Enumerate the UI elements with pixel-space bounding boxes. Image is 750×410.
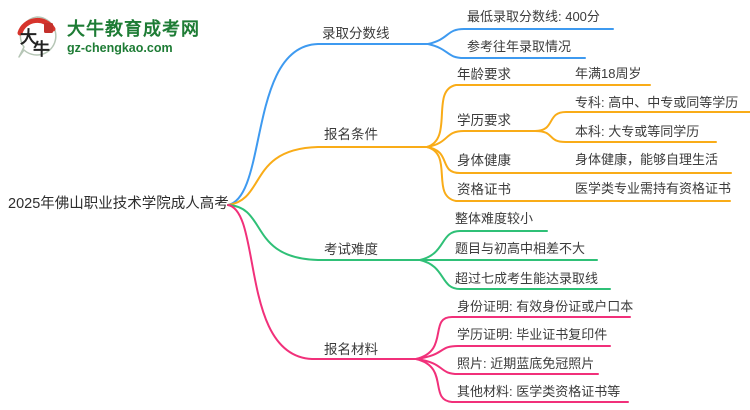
link-admission-min-score [427,28,614,45]
node-age-requirement[interactable]: 年龄要求 [457,67,511,82]
leaf-pass-rate[interactable]: 超过七成考生能达录取线 [455,271,599,286]
link-difficulty-pass-rate [419,259,611,290]
leaf-question-level[interactable]: 题目与初高中相差不大 [455,241,586,256]
link-condition-health [426,146,732,174]
leaf-past-years-ref[interactable]: 参考往年录取情况 [467,39,572,54]
leaf-photo[interactable]: 照片: 近期蓝底免冠照片 [457,356,595,371]
root-node[interactable]: 2025年佛山职业技术学院成人高考 [8,196,229,212]
leaf-min-score[interactable]: 最低录取分数线: 400分 [467,9,600,24]
link-material-identity [415,316,631,360]
branch-exam-difficulty[interactable]: 考试难度 [324,242,378,257]
node-health-requirement[interactable]: 身体健康 [457,153,511,168]
branch-registration-materials[interactable]: 报名材料 [324,342,378,357]
node-certificate-requirement[interactable]: 资格证书 [457,182,511,197]
link-material-other [415,358,629,403]
leaf-health-selfcare[interactable]: 身体健康，能够自理生活 [575,152,719,167]
site-logo[interactable]: 大 牛 大牛教育成考网 gz-chengkao.com [12,12,200,62]
link-difficulty-overall [419,230,548,261]
link-condition-certificate [426,146,731,202]
link-root-registration-materials [227,204,417,360]
leaf-medical-certificate[interactable]: 医学类专业需持有资格证书 [575,181,732,196]
leaf-identity-proof[interactable]: 身份证明: 有效身份证或户口本 [457,299,634,314]
link-root-admission-score [227,43,429,206]
leaf-college-education[interactable]: 专科: 高中、中专或同等学历 [575,95,739,110]
leaf-diploma-proof[interactable]: 学历证明: 毕业证书复印件 [457,327,608,342]
node-education-requirement[interactable]: 学历要求 [457,113,511,128]
link-root-registration-conditions [227,146,428,206]
leaf-bachelor-education[interactable]: 本科: 大专或等同学历 [575,124,700,139]
branch-admission-score-line[interactable]: 录取分数线 [322,26,390,41]
branch-registration-conditions[interactable]: 报名条件 [324,127,378,142]
link-admission-past-years [427,43,586,59]
link-material-photo [415,358,599,375]
link-condition-age [426,84,651,148]
leaf-other-materials[interactable]: 其他材料: 医学类资格证书等 [457,384,621,399]
link-root-exam-difficulty [227,204,421,261]
link-education-bachelor [534,130,717,143]
leaf-age-18[interactable]: 年满18周岁 [575,66,642,81]
leaf-overall-difficulty[interactable]: 整体难度较小 [455,211,534,226]
logo-bull-seal-icon: 大 牛 [17,16,57,59]
logo-text-block: 大牛教育成考网 gz-chengkao.com [67,19,200,55]
logo-seal-char-1: 大 [20,27,37,47]
link-condition-education [426,130,536,148]
link-material-diploma [415,345,611,360]
logo-title: 大牛教育成考网 [67,19,200,39]
logo-seal-char-2: 牛 [33,39,50,59]
logo-subtitle: gz-chengkao.com [67,41,173,55]
